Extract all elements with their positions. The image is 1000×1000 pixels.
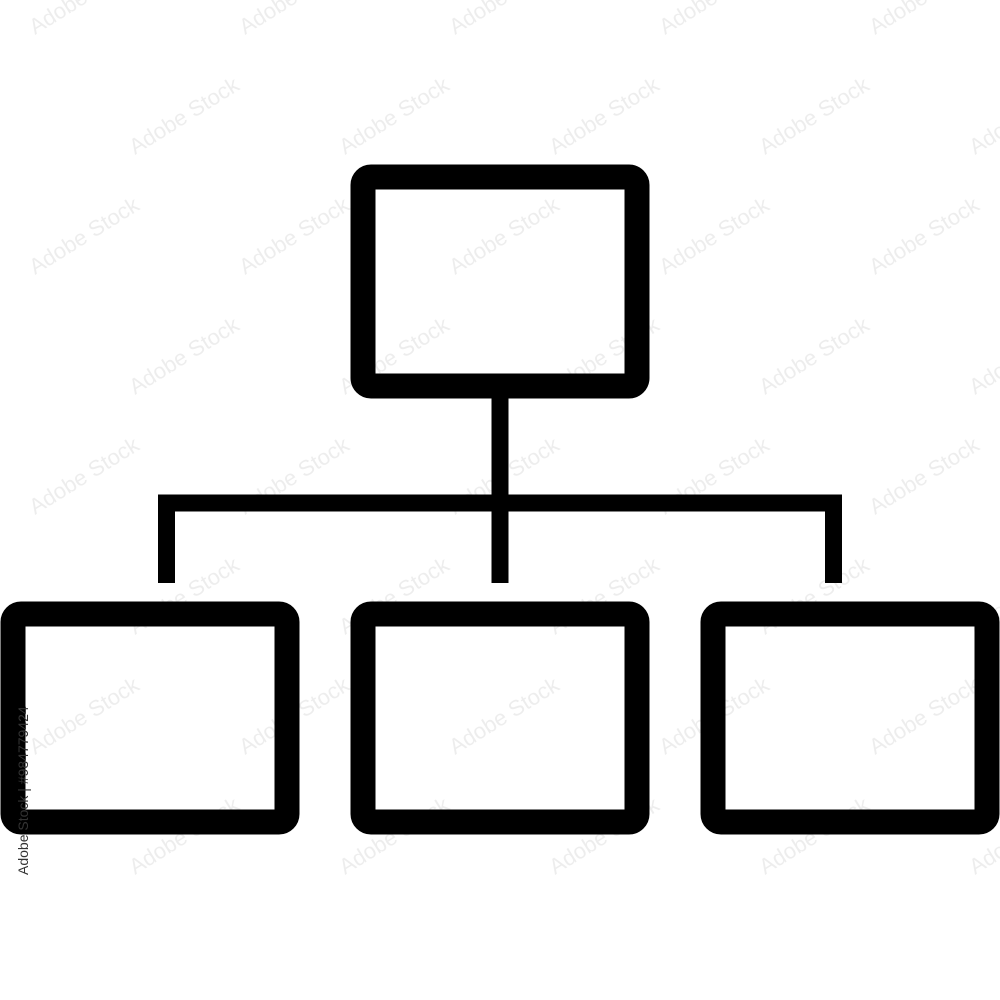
watermark-text: Adobe Stock bbox=[124, 71, 244, 159]
child-node-center bbox=[350, 601, 650, 835]
watermark-text: Adobe Stock bbox=[964, 71, 1000, 159]
watermark-text: Adobe Stock bbox=[544, 71, 664, 159]
watermark-text: Adobe Stock bbox=[864, 191, 984, 279]
watermark-text: Adobe Stock bbox=[24, 0, 144, 39]
watermark-text: Adobe Stock bbox=[444, 191, 564, 279]
watermark-text: Adobe Stock bbox=[24, 431, 144, 519]
watermark-text: Adobe Stock bbox=[754, 791, 874, 879]
watermark-text: Adobe Stock bbox=[864, 671, 984, 759]
child-node-right bbox=[700, 601, 1000, 835]
child-node-left bbox=[0, 601, 300, 835]
watermark-text: Adobe Stock bbox=[864, 0, 984, 39]
watermark-text: Adobe Stock bbox=[654, 0, 774, 39]
watermark-text: Adobe Stock bbox=[24, 191, 144, 279]
hierarchy-diagram bbox=[0, 164, 1000, 835]
watermark-text: Adobe Stock bbox=[654, 191, 774, 279]
watermark-text: Adobe Stock bbox=[864, 431, 984, 519]
watermark-text: Adobe Stock bbox=[444, 0, 564, 39]
watermark-text: Adobe Stock bbox=[444, 671, 564, 759]
stock-id-watermark: Adobe Stock | #984779424 bbox=[15, 706, 31, 875]
watermark-text: Adobe Stock bbox=[964, 311, 1000, 399]
watermark-text: Adobe Stock bbox=[234, 191, 354, 279]
watermark-text: Adobe Stock bbox=[754, 71, 874, 159]
watermark-text: Adobe Stock bbox=[24, 671, 144, 759]
watermark-text: Adobe Stock bbox=[334, 71, 454, 159]
watermark-text: Adobe Stock bbox=[754, 311, 874, 399]
watermark-text: Adobe Stock bbox=[234, 0, 354, 39]
watermark-text: Adobe Stock bbox=[124, 311, 244, 399]
watermark-text: Adobe Stock bbox=[124, 791, 244, 879]
